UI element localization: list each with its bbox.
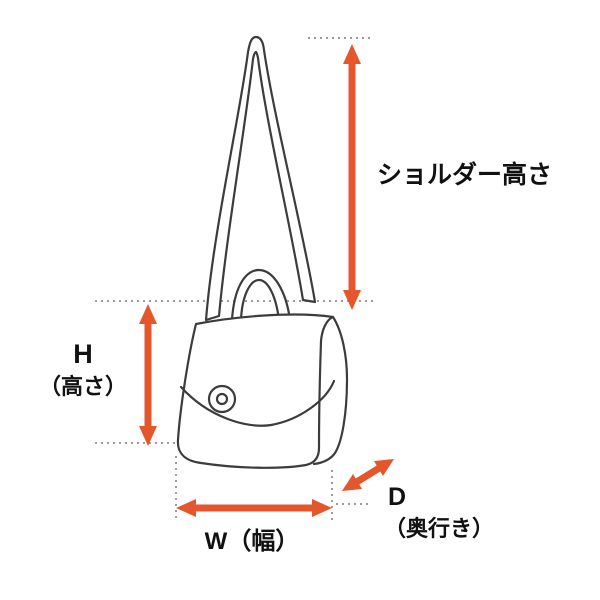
depth-label-letter: D	[388, 483, 406, 511]
clasp-center-icon	[215, 392, 229, 406]
shoulder-height-label: ショルダー高さ	[377, 160, 552, 189]
shoulder-height-arrow	[343, 44, 361, 310]
depth-label-paren: （奥行き）	[384, 516, 494, 541]
width-arrow	[176, 499, 332, 517]
flap-edge	[179, 379, 336, 427]
shoulder-strap	[204, 35, 317, 322]
bag-body	[176, 313, 335, 469]
height-label-letter: H	[73, 339, 93, 369]
side-gusset	[312, 315, 349, 466]
height-arrow	[139, 304, 157, 446]
top-handle	[230, 268, 292, 322]
depth-arrow	[342, 459, 394, 491]
width-label: W（幅）	[205, 528, 300, 555]
height-label-paren: （高さ）	[39, 374, 127, 399]
